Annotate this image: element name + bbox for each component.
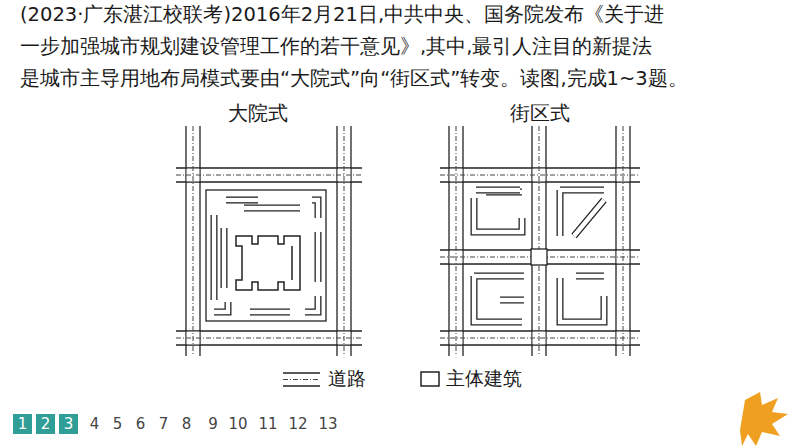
road-edge xyxy=(336,126,337,356)
road-edge xyxy=(440,181,640,182)
road-centerline xyxy=(176,175,362,176)
question-text: 一步加强城市规划建设管理工作的若干意见》,其中,最引人注目的新提法 xyxy=(20,35,652,58)
main-building xyxy=(560,276,604,322)
road-centerline xyxy=(623,126,624,356)
main-building xyxy=(221,228,228,288)
road-centerline xyxy=(440,175,640,176)
page-number: 9 xyxy=(200,414,226,434)
main-building xyxy=(474,198,522,232)
road-edge xyxy=(531,126,532,356)
main-building xyxy=(474,276,524,322)
question-text: (2023·广东湛江校联考)2016年2月21日,中共中央、国务院发布《关于进 xyxy=(20,3,664,26)
buildings xyxy=(214,190,604,322)
legend-road-sample xyxy=(283,379,320,380)
road-centerline xyxy=(456,126,457,356)
main-building xyxy=(474,276,524,322)
page-number: 8 xyxy=(177,414,196,434)
main-building xyxy=(211,215,218,300)
main-building xyxy=(236,236,300,290)
main-building xyxy=(560,190,604,236)
legend-building-sample xyxy=(421,372,439,386)
road-network xyxy=(176,126,640,356)
road-edge xyxy=(350,126,351,356)
diagram-title: 大院式 xyxy=(228,101,288,125)
road-centerline xyxy=(539,126,540,356)
main-building xyxy=(316,232,320,282)
road-edge xyxy=(185,126,186,356)
legend-road-sample xyxy=(283,372,320,373)
main-building xyxy=(474,198,522,232)
main-building xyxy=(560,190,604,236)
road-edge xyxy=(176,330,362,331)
main-building xyxy=(560,276,604,322)
page-number: 1 xyxy=(13,414,32,434)
main-building xyxy=(305,296,318,312)
page-number: 3 xyxy=(59,414,78,434)
legend-text: 主体建筑 xyxy=(446,367,522,390)
question-text: 是城市主导用地布局模式要由“大院式”向“街区式”转变。读图,完成1~3题。 xyxy=(20,67,688,90)
legend-text: 道路 xyxy=(328,367,366,390)
main-building xyxy=(244,205,300,212)
main-building xyxy=(476,188,520,192)
main-building xyxy=(212,215,216,300)
road-edge xyxy=(615,126,616,356)
main-building xyxy=(312,200,318,218)
main-building xyxy=(244,206,300,210)
road-edge xyxy=(176,181,362,182)
legend-road-sample xyxy=(283,385,320,386)
road-centerline xyxy=(344,126,345,356)
page-number: 5 xyxy=(108,414,127,434)
page-number: 7 xyxy=(154,414,173,434)
leaf-decoration xyxy=(740,392,788,446)
road-centerline xyxy=(193,126,194,356)
central-square xyxy=(531,249,547,265)
road-edge xyxy=(440,330,640,331)
page-number: 6 xyxy=(131,414,150,434)
road-edge xyxy=(440,344,640,345)
page-number: 12 xyxy=(285,414,311,434)
main-building xyxy=(214,302,228,312)
main-building xyxy=(476,187,520,194)
road-edge xyxy=(545,126,546,356)
page-number: 11 xyxy=(255,414,281,434)
road-edge xyxy=(462,126,463,356)
page-number: 2 xyxy=(36,414,55,434)
road-edge xyxy=(199,126,200,356)
road-centerline xyxy=(440,338,640,339)
road-edge xyxy=(176,167,362,168)
compound-wall xyxy=(206,190,326,321)
page-number: 10 xyxy=(225,414,251,434)
page-number: 4 xyxy=(85,414,104,434)
main-building xyxy=(222,228,226,288)
main-building xyxy=(226,198,258,202)
main-building xyxy=(250,310,290,314)
road-edge xyxy=(440,167,640,168)
main-building xyxy=(305,296,318,312)
road-edge xyxy=(176,344,362,345)
road-edge xyxy=(448,126,449,356)
main-building xyxy=(312,200,318,218)
road-centerline xyxy=(176,338,362,339)
page-number: 13 xyxy=(315,414,341,434)
main-building xyxy=(226,197,258,204)
diagram-title: 街区式 xyxy=(510,101,570,125)
main-building xyxy=(315,232,322,282)
main-building xyxy=(214,302,228,312)
main-building xyxy=(250,309,290,316)
road-edge xyxy=(629,126,630,356)
